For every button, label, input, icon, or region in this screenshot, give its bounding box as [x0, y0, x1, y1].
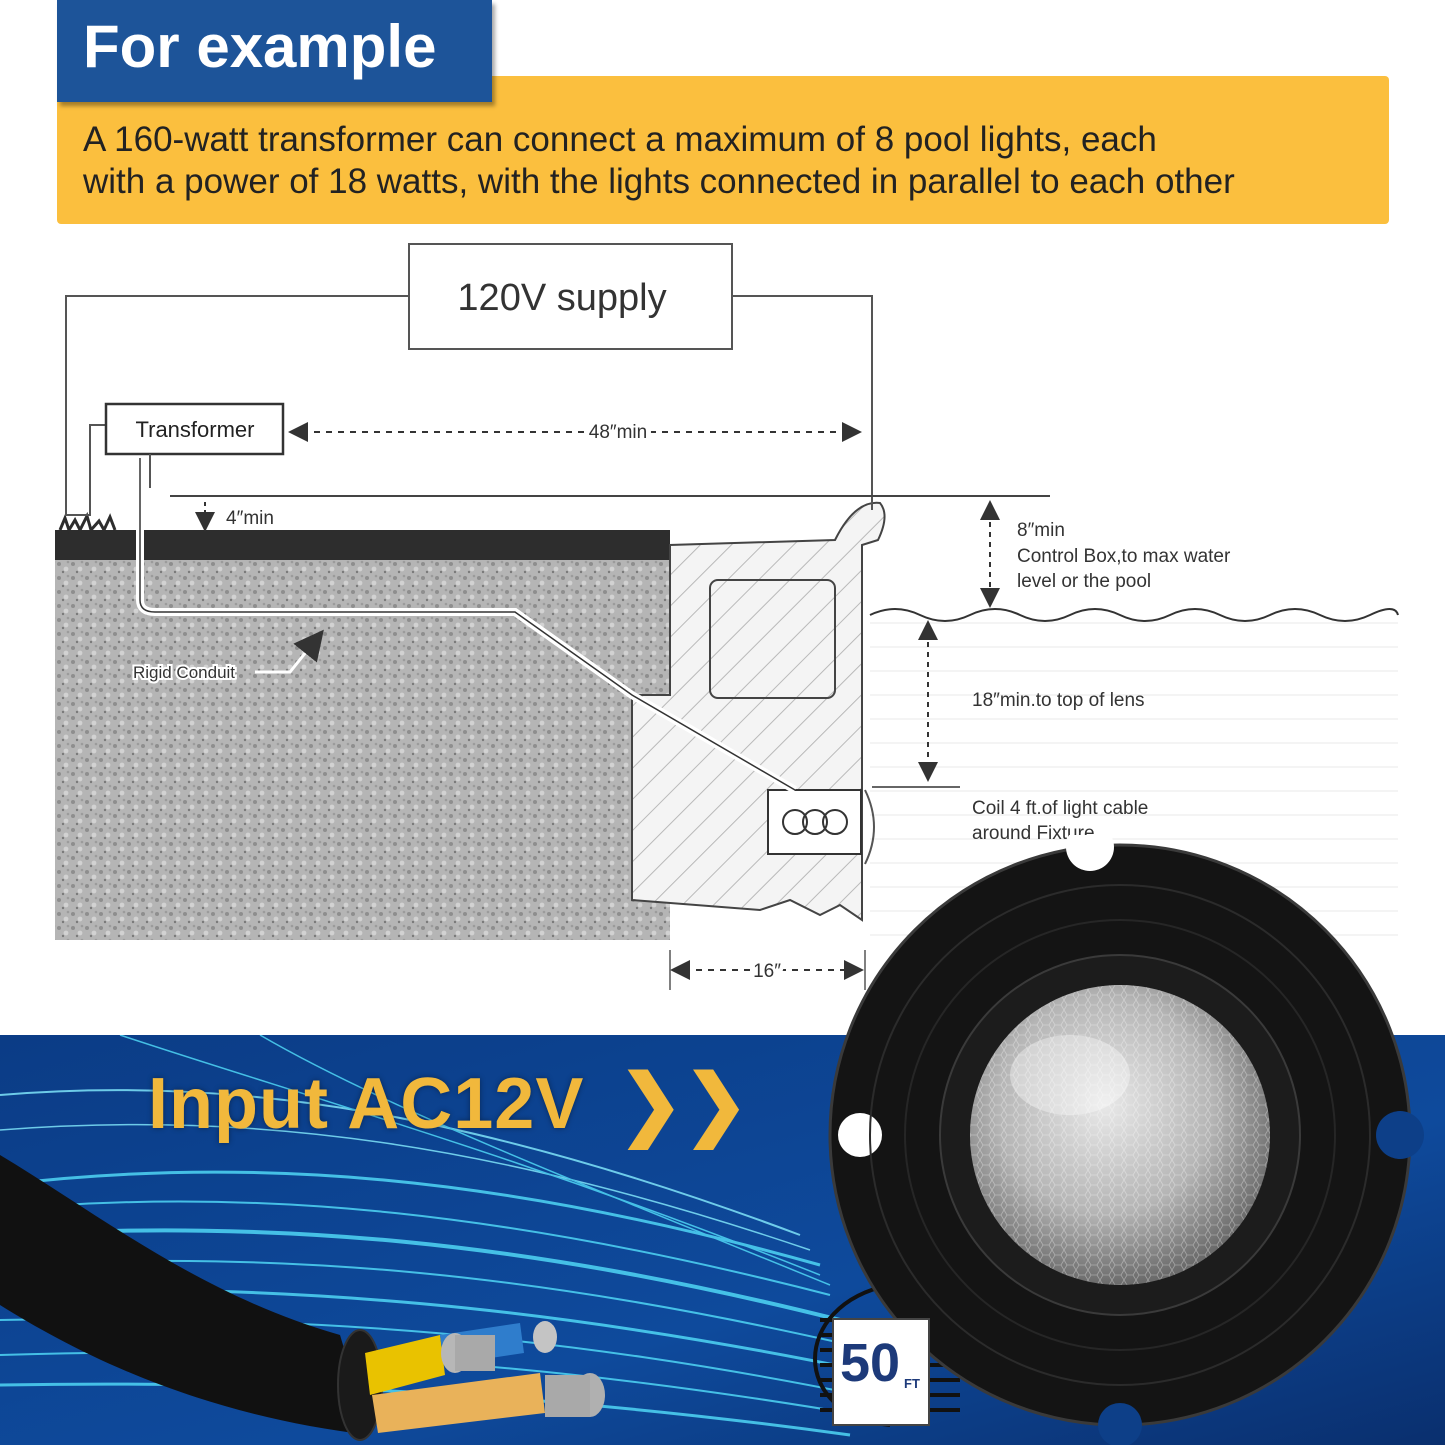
transformer-label: Transformer [136, 417, 255, 442]
header-title: For example [83, 13, 437, 80]
coil-label-1: Coil 4 ft.of light cable [972, 798, 1148, 819]
yellow-wire [365, 1335, 445, 1395]
dim-8-label: 8″min [1017, 520, 1065, 541]
dim-48-label: 48″min [589, 422, 647, 443]
supply-label: 120V supply [457, 277, 666, 319]
conduit-label: Rigid Conduit [133, 663, 235, 682]
cable-length-unit: FT [904, 1376, 920, 1391]
control-box-label-1: Control Box,to max water [1017, 546, 1231, 567]
header-tab: For example [57, 0, 492, 102]
input-voltage-label: Input AC12V [148, 1064, 585, 1144]
cable-length-badge: 50 FT [832, 1318, 930, 1426]
water-surface [869, 608, 1399, 622]
orange-wire [372, 1373, 545, 1433]
coil-label-2: around Fixture [972, 823, 1095, 844]
grass [55, 530, 670, 560]
dim-18-label: 18″min.to top of lens [972, 690, 1145, 711]
transformer-box [104, 402, 285, 456]
black-cable [0, 1155, 370, 1435]
banner-line-2: with a power of 18 watts, with the light… [83, 162, 1235, 201]
ground [55, 542, 670, 940]
installation-diagram: 120V supply Transformer 48″min 4″min 8″m… [55, 243, 1399, 990]
control-box-label-2: level or the pool [1017, 571, 1151, 592]
dim-16-label: 16″ [753, 961, 781, 982]
chevron-right-icon: ❯❯ [618, 1059, 749, 1147]
info-banner: A 160-watt transformer can connect a max… [57, 76, 1389, 224]
pool-light-product [813, 835, 1424, 1445]
cable-length-value: 50 [840, 1333, 901, 1393]
control-box [709, 579, 836, 699]
banner-line-1: A 160-watt transformer can connect a max… [83, 120, 1157, 159]
dim-4-label: 4″min [226, 508, 274, 529]
